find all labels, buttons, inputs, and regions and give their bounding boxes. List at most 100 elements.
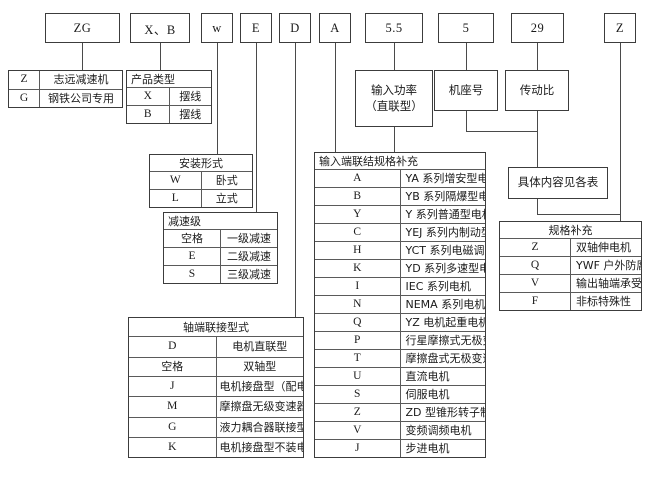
- input-spec-code-7: N: [315, 295, 401, 315]
- code-chip-stage[interactable]: E: [240, 13, 272, 43]
- suffix-desc-0: 双轴伸电机: [570, 238, 641, 258]
- shaft-code-1: 空格: [129, 356, 217, 377]
- shaft-code-4: G: [129, 416, 217, 438]
- table-row: K 电机接盘型不装电机: [129, 436, 303, 457]
- stage-table-header: 减速级: [164, 213, 277, 231]
- code-chip-shaft-label: D: [290, 20, 300, 35]
- table-row: 安装形式: [150, 155, 252, 173]
- connector-brand: [82, 43, 83, 71]
- suffix-code-3: F: [500, 292, 571, 310]
- connector-frame-ratio-bar: [466, 131, 538, 132]
- table-row: T 摩擦盘式无极变速机: [315, 349, 485, 369]
- code-chip-power[interactable]: 5.5: [365, 13, 423, 43]
- input-spec-code-8: Q: [315, 313, 401, 333]
- brand-code-0: Z: [9, 71, 40, 90]
- connector-power: [394, 43, 395, 70]
- code-chip-stage-label: E: [251, 20, 261, 35]
- product-table-header: 产品类型: [127, 71, 211, 89]
- input-spec-code-15: J: [315, 439, 401, 457]
- connector-detail-suffix-bar: [537, 214, 621, 215]
- suffix-desc-2: 输出轴端承受轴向力: [570, 274, 641, 294]
- code-chip-input-spec-label: A: [330, 20, 340, 35]
- code-chip-mounting-label: w: [212, 20, 222, 35]
- mounting-desc-1: 立式: [200, 189, 252, 207]
- stage-code-2: S: [164, 264, 221, 283]
- table-row: 轴端联接型式: [129, 318, 303, 338]
- table-row: 规格补充: [500, 222, 641, 240]
- table-row: S 三级减速: [164, 264, 277, 283]
- stage-desc-0: 一级减速: [220, 229, 277, 248]
- suffix-code-0: Z: [500, 238, 571, 258]
- table-row: G 液力耦合器联接型: [129, 416, 303, 438]
- code-chip-input-spec[interactable]: A: [319, 13, 351, 43]
- frame-number-box: 机座号: [434, 70, 498, 111]
- suffix-code-1: Q: [500, 256, 571, 276]
- input-spec-code-11: U: [315, 367, 401, 387]
- code-chip-ratio[interactable]: 29: [511, 13, 564, 43]
- input-spec-code-6: I: [315, 277, 401, 297]
- shaft-table-header: 轴端联接型式: [129, 318, 303, 338]
- table-row: 输入端联结规格补充: [315, 153, 485, 171]
- table-row: B 摆线: [127, 105, 211, 123]
- input-spec-desc-0: YA 系列增安型电机: [399, 169, 485, 189]
- code-chip-suffix[interactable]: Z: [604, 13, 636, 43]
- table-row: V 变频调频电机: [315, 421, 485, 441]
- input-spec-desc-9: 行星摩擦式无极变速机: [399, 331, 485, 351]
- code-chip-frame[interactable]: 5: [438, 13, 494, 43]
- table-row: I IEC 系列电机: [315, 277, 485, 297]
- code-chip-mounting[interactable]: w: [201, 13, 233, 43]
- connector-power-down: [394, 127, 395, 152]
- mounting-code-1: L: [150, 189, 202, 207]
- code-chip-shaft[interactable]: D: [279, 13, 311, 43]
- connector-stage: [256, 43, 257, 213]
- stage-code-1: E: [164, 246, 221, 266]
- shaft-code-5: K: [129, 436, 217, 457]
- input-spec-table: 输入端联结规格补充 A YA 系列增安型电机 B YB 系列隔爆型电机 Y Y …: [314, 152, 486, 458]
- shaft-desc-0: 电机直联型: [215, 336, 303, 358]
- connector-mounting: [217, 43, 218, 155]
- brand-table: Z 志远减速机 G 钢铁公司专用: [8, 70, 123, 108]
- product-code-0: X: [127, 87, 170, 107]
- input-spec-desc-10: 摩擦盘式无极变速机: [399, 349, 485, 369]
- mounting-code-0: W: [150, 171, 202, 191]
- input-spec-code-13: Z: [315, 403, 401, 423]
- product-code-1: B: [127, 105, 170, 123]
- table-row: 减速级: [164, 213, 277, 231]
- input-spec-desc-8: YZ 电机起重电机: [399, 313, 485, 333]
- table-row: J 步进电机: [315, 439, 485, 457]
- table-row: 产品类型: [127, 71, 211, 89]
- table-row: Q YZ 电机起重电机: [315, 313, 485, 333]
- shaft-code-2: J: [129, 375, 217, 398]
- ratio-box: 传动比: [505, 70, 569, 111]
- connector-detail-down: [537, 199, 538, 215]
- table-row: Z 志远减速机: [9, 71, 122, 90]
- code-chip-brand[interactable]: ZG: [45, 13, 120, 43]
- mounting-desc-0: 卧式: [200, 171, 252, 191]
- code-chip-power-label: 5.5: [385, 20, 403, 35]
- code-chip-frame-label: 5: [462, 20, 470, 35]
- input-spec-desc-5: YD 系列多速型电机: [399, 259, 485, 279]
- input-spec-desc-1: YB 系列隔爆型电机: [399, 187, 485, 207]
- connector-ratio: [537, 43, 538, 70]
- code-chip-product[interactable]: X、B: [130, 13, 190, 43]
- input-spec-desc-13: ZD 型锥形转子制动电机: [399, 403, 485, 423]
- input-spec-desc-11: 直流电机: [399, 367, 485, 387]
- input-spec-code-12: S: [315, 385, 401, 405]
- shaft-desc-2: 电机接盘型（配电机）: [215, 375, 303, 398]
- table-row: L 立式: [150, 189, 252, 207]
- table-row: C YEJ 系列内制动型电机: [315, 223, 485, 243]
- suffix-code-2: V: [500, 274, 571, 294]
- input-spec-code-2: Y: [315, 205, 401, 225]
- input-power-box: 输入功率 （直联型）: [355, 70, 433, 127]
- connector-frame-down: [466, 111, 467, 132]
- stage-code-0: 空格: [164, 229, 221, 248]
- connector-frame: [466, 43, 467, 70]
- table-row: K YD 系列多速型电机: [315, 259, 485, 279]
- input-spec-code-0: A: [315, 169, 401, 189]
- code-chip-product-label: X、B: [144, 22, 176, 37]
- code-chip-suffix-label: Z: [615, 20, 625, 35]
- detail-reference-label: 具体内容见各表: [517, 175, 599, 190]
- brand-desc-1: 钢铁公司专用: [39, 88, 122, 107]
- input-spec-desc-12: 伺服电机: [399, 385, 485, 405]
